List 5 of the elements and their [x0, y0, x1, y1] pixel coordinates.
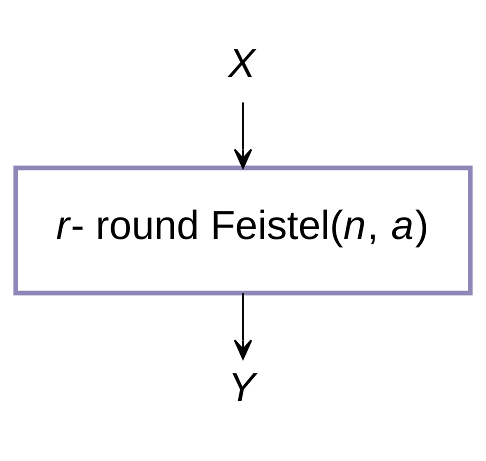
arrow	[234, 102, 252, 169]
node-box: r- round Feistel(n, a)	[13, 166, 473, 296]
arrow	[234, 293, 252, 360]
node-text: X	[228, 40, 256, 86]
node-text: Y	[228, 364, 256, 410]
